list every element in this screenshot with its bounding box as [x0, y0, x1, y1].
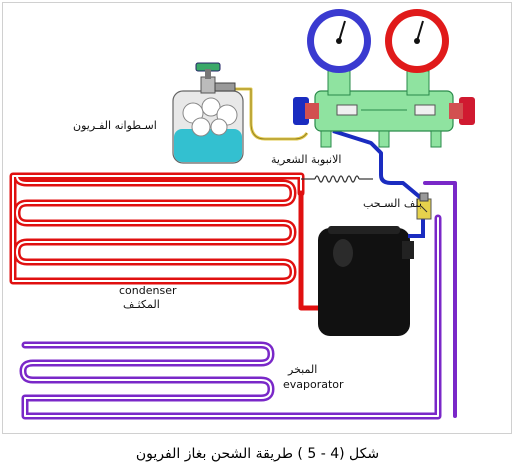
condenser-coil — [9, 172, 324, 311]
evaporator-label-ar: المبخر — [288, 363, 318, 376]
cylinder-label: اسـطوانه الفـريون — [73, 119, 157, 132]
refrigeration-charging-diagram — [9, 9, 475, 420]
capillary-coil-icon — [301, 175, 373, 183]
figure-caption: شكل (4 - 5 ) طريقة الشحن بغاز الفريون — [135, 446, 380, 462]
suction-line — [332, 129, 423, 200]
refrigerant-cylinder-icon — [172, 62, 244, 164]
evaporator-coil — [19, 181, 457, 420]
condenser-label-en: condenser — [119, 284, 177, 297]
high-pressure-gauge-icon — [385, 9, 449, 73]
capillary-label: الانبوبة الشعرية — [271, 153, 342, 166]
compressor-icon — [318, 226, 414, 336]
valve-label: بلف السـحب — [363, 197, 422, 210]
suction-valve-icon — [416, 192, 432, 220]
pressure-gauge-icon — [307, 9, 371, 73]
evaporator-label-en: evaporator — [283, 378, 344, 391]
diagram-frame: اسـطوانه الفـريون الانبوبة الشعرية بلف ا… — [2, 2, 512, 434]
condenser-label-ar: المكثـف — [123, 298, 160, 311]
compressor-suction-pipe — [408, 218, 425, 238]
manifold-gauge-set — [293, 70, 475, 148]
